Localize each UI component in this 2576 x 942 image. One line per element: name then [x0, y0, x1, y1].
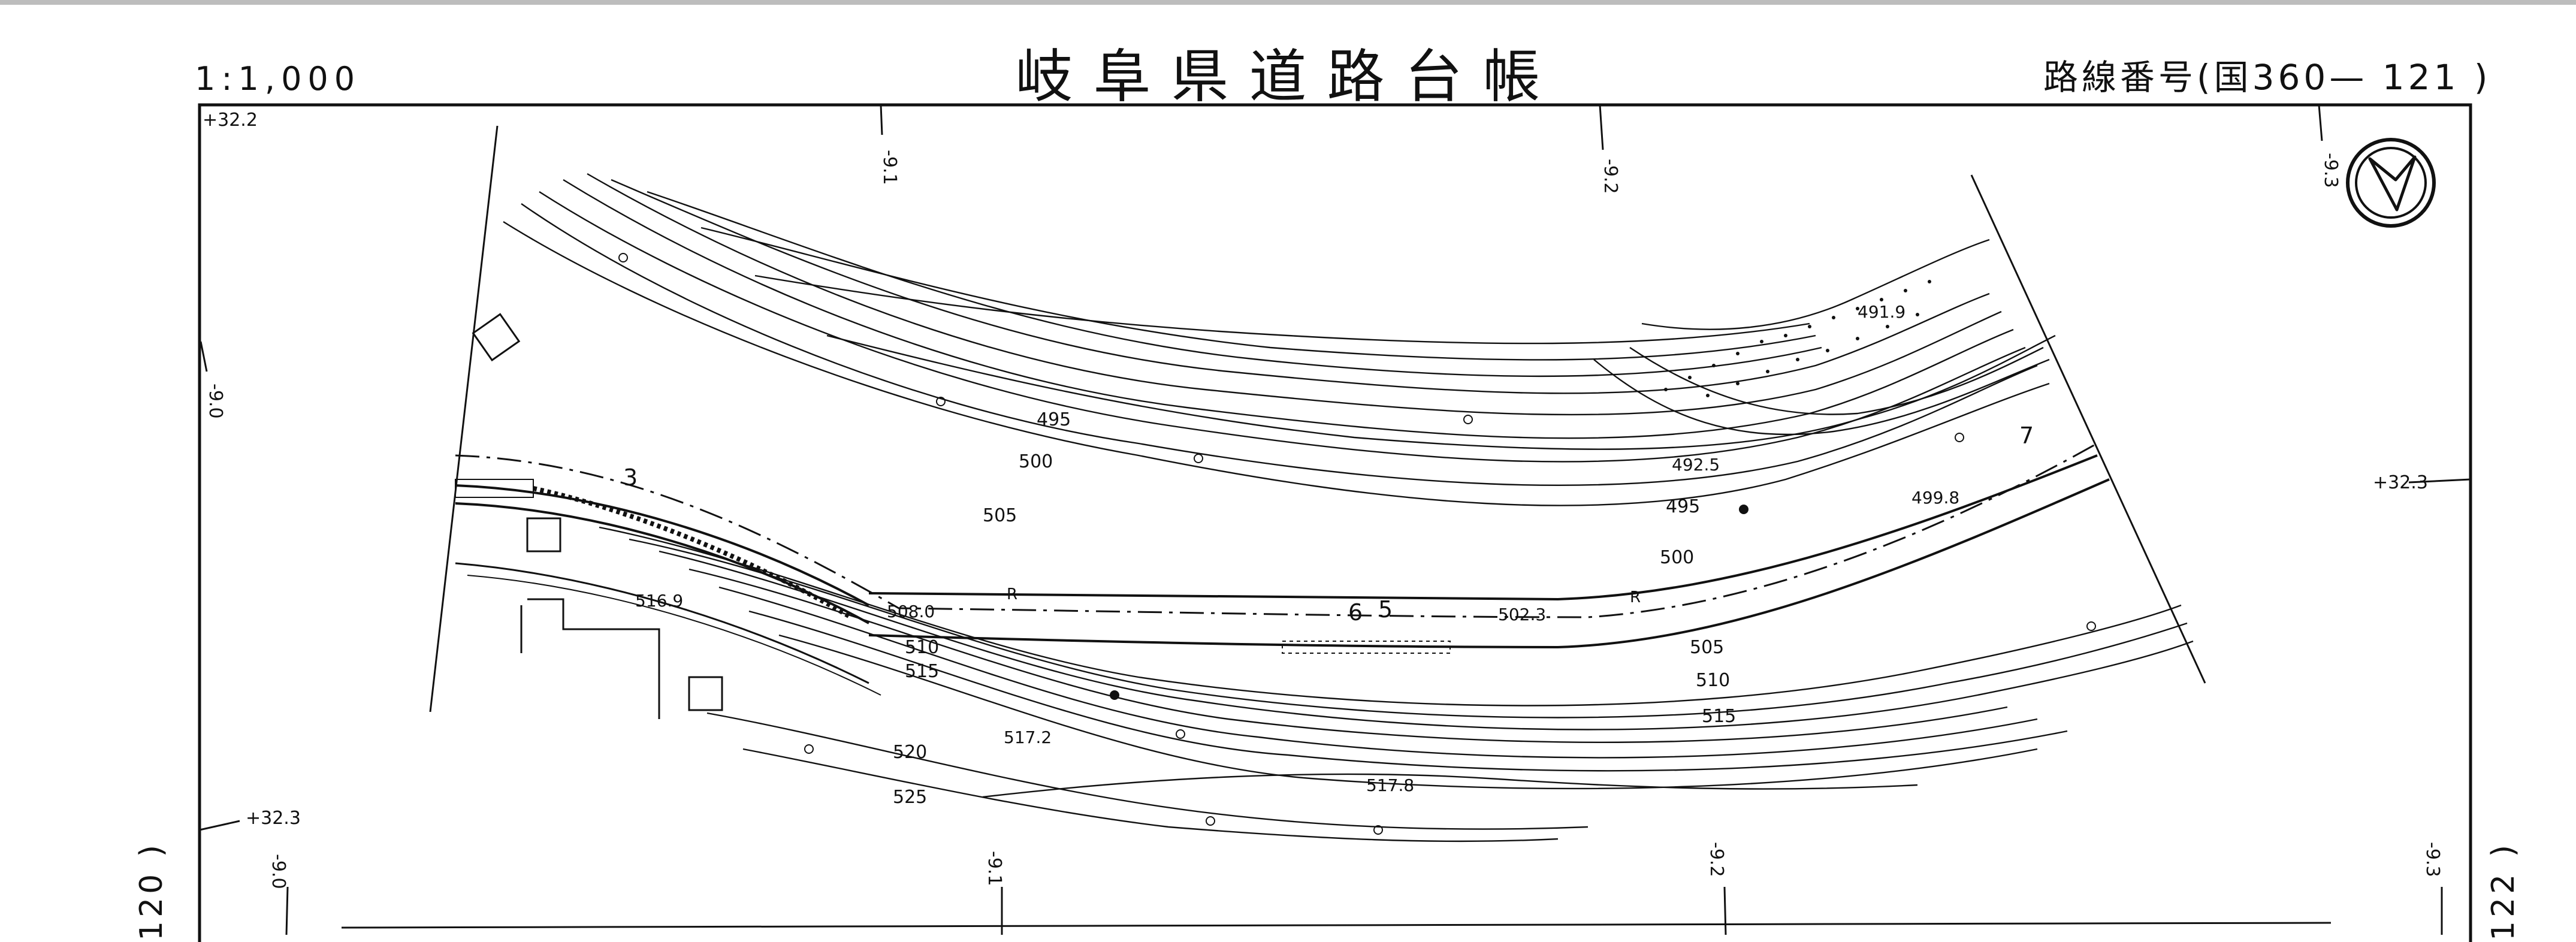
- adjacent-sheet-right: 122 ): [2486, 841, 2521, 941]
- spot-height: 508.0: [887, 602, 935, 621]
- grid-tick: [285, 886, 289, 935]
- buildings: [472, 313, 723, 719]
- contour-lines: [503, 173, 2056, 798]
- frame-tick: [199, 820, 240, 831]
- contour-label: 505: [1690, 637, 1724, 658]
- frame-corner-label: +32.3: [2373, 472, 2428, 493]
- contour-label: 510: [905, 637, 939, 658]
- route-number: 路線番号(国360— 121 ): [2043, 57, 2492, 98]
- retaining-walls: [455, 479, 1451, 654]
- contour-label: 495: [1037, 409, 1071, 430]
- spot-height: 492.5: [1672, 455, 1720, 475]
- grid-tick: [200, 341, 208, 372]
- adjacent-sheet-left: 120 ): [134, 841, 170, 941]
- road-station: 5: [1378, 596, 1393, 623]
- frame-corner-label: +32.2: [203, 110, 258, 131]
- sheet-bottom-line: [341, 922, 2332, 929]
- survey-boundary-left: [429, 125, 499, 712]
- contour-lines-south: [599, 526, 2194, 843]
- north-arrow-icon: [2346, 138, 2436, 228]
- contour-label: 515: [905, 661, 939, 682]
- survey-boundary-right: [1970, 174, 2206, 684]
- map-scale: 1:1,000: [195, 60, 361, 98]
- road-station: 7: [2019, 422, 2034, 449]
- frame-corner-label: +32.3: [246, 808, 301, 829]
- road: [455, 442, 2110, 696]
- grid-label: -9.3: [2422, 842, 2443, 877]
- road-station: 6: [1348, 599, 1363, 626]
- map-frame: [198, 103, 2472, 942]
- spot-height: 516.9: [635, 591, 683, 611]
- grid-label: -9.2: [1706, 842, 1727, 877]
- contour-label: 510: [1696, 670, 1730, 691]
- grid-label: -9.1: [879, 150, 900, 185]
- contour-label: 505: [983, 505, 1017, 526]
- contour-label: 520: [893, 742, 927, 763]
- grid-label: -9.1: [984, 851, 1005, 886]
- road-mark: R: [1007, 585, 1017, 603]
- grid-tick: [1723, 886, 1727, 935]
- road-stations: 3 5 6 7 R R: [623, 422, 2034, 626]
- road-station: 3: [623, 464, 638, 491]
- vegetation-dots: [618, 253, 2096, 835]
- grid-label: -9.0: [205, 384, 226, 419]
- grid-label: -9.3: [2320, 153, 2341, 188]
- contour-label: 500: [1019, 451, 1053, 472]
- frame-tick: [2408, 478, 2471, 484]
- contour-label: 515: [1702, 706, 1736, 727]
- spot-height: 517.8: [1366, 775, 1414, 795]
- grid-tick: [2318, 104, 2323, 141]
- contour-labels: 495 500 505 510 515 520 525 495 500 505 …: [893, 409, 1736, 808]
- spot-heights: 491.9 492.5 499.8 508.0 502.3 516.9 517.…: [635, 302, 1959, 795]
- grid-tick: [880, 104, 883, 135]
- grid-tick: [1599, 104, 1604, 150]
- spot-height: 517.2: [1004, 727, 1052, 747]
- spot-height: 502.3: [1498, 605, 1546, 624]
- contour-label: 495: [1666, 496, 1700, 517]
- road-mark: R: [1630, 588, 1641, 606]
- sheet-top-edge: [0, 0, 2576, 5]
- page-title: 岐阜県道路台帳: [1015, 43, 1561, 110]
- grid-label: -9.0: [268, 854, 289, 889]
- spot-height: 499.8: [1911, 488, 1959, 508]
- contour-label: 525: [893, 787, 927, 808]
- spot-height: 491.9: [1858, 302, 1905, 322]
- contour-label: 500: [1660, 547, 1694, 568]
- grid-label: -9.2: [1600, 159, 1621, 194]
